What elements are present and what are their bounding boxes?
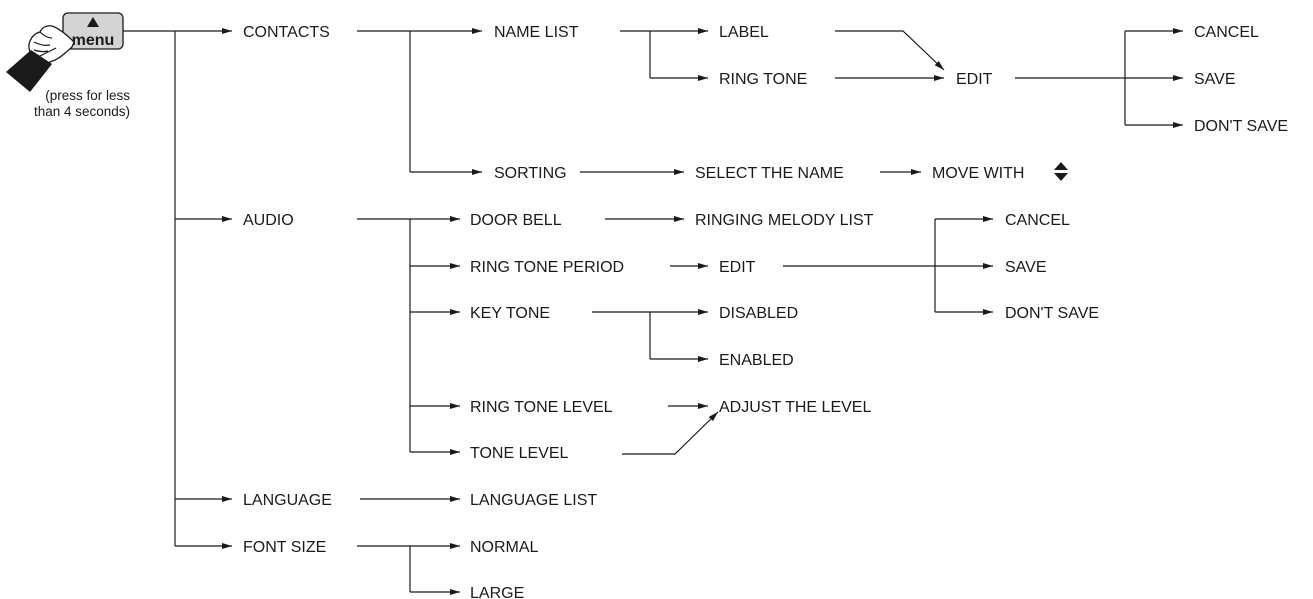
pointing-hand-icon — [6, 25, 75, 92]
node-contacts-edit: EDIT — [956, 71, 993, 88]
node-door-bell: DOOR BELL — [470, 212, 562, 229]
node-audio-cancel: CANCEL — [1005, 212, 1070, 229]
up-down-arrows-icon — [1054, 162, 1068, 181]
connector-lines — [123, 28, 1183, 595]
node-enabled: ENABLED — [719, 352, 794, 369]
up-triangle-icon — [87, 17, 99, 27]
node-label: LABEL — [719, 24, 769, 41]
node-large: LARGE — [470, 585, 524, 599]
node-disabled: DISABLED — [719, 305, 798, 322]
node-sorting: SORTING — [494, 165, 567, 182]
node-contacts-dont-save: DON'T SAVE — [1194, 118, 1288, 135]
menu-note-line1: (press for less — [45, 88, 130, 103]
node-ringing-melody-list: RINGING MELODY LIST — [695, 212, 874, 229]
node-normal: NORMAL — [470, 539, 539, 556]
node-language: LANGUAGE — [243, 492, 332, 509]
node-tone-level: TONE LEVEL — [470, 445, 569, 462]
node-ring-tone-level: RING TONE LEVEL — [470, 399, 613, 416]
node-ring-tone-period: RING TONE PERIOD — [470, 259, 624, 276]
node-contacts-cancel: CANCEL — [1194, 24, 1259, 41]
node-audio-edit: EDIT — [719, 259, 756, 276]
menu-note-line2: than 4 seconds) — [34, 104, 130, 119]
node-contacts-save: SAVE — [1194, 71, 1236, 88]
node-ring-tone: RING TONE — [719, 71, 807, 88]
node-audio-dont-save: DON'T SAVE — [1005, 305, 1099, 322]
node-contacts: CONTACTS — [243, 24, 330, 41]
node-move-with: MOVE WITH — [932, 165, 1024, 182]
node-audio-save: SAVE — [1005, 259, 1047, 276]
node-language-list: LANGUAGE LIST — [470, 492, 597, 509]
menu-button[interactable]: menu — [62, 12, 124, 50]
node-key-tone: KEY TONE — [470, 305, 550, 322]
node-font-size: FONT SIZE — [243, 539, 326, 556]
node-select-the-name: SELECT THE NAME — [695, 165, 844, 182]
node-adjust-the-level: ADJUST THE LEVEL — [719, 399, 871, 416]
node-audio: AUDIO — [243, 212, 294, 229]
menu-button-label: menu — [72, 32, 115, 49]
node-name-list: NAME LIST — [494, 24, 579, 41]
